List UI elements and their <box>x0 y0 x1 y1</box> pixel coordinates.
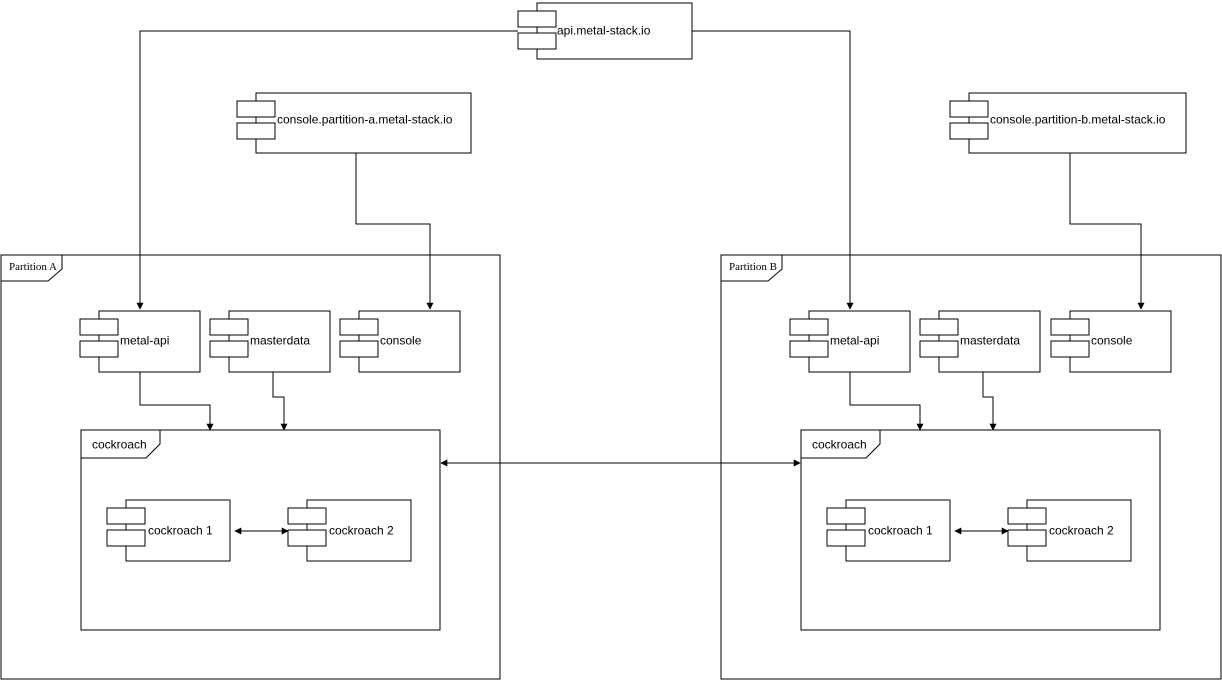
connector-metal-api-b-to-cockroach-b <box>849 372 924 431</box>
cockroach-1-a-tab-upper-icon <box>106 507 146 525</box>
cockroach-a-tab <box>80 429 161 459</box>
cockroach-b-label: cockroach <box>812 438 867 452</box>
masterdata-a-tab-lower-icon <box>209 340 249 358</box>
console-a-tab-lower-icon <box>339 340 379 358</box>
masterdata-a-label: masterdata <box>250 334 310 348</box>
connector-metal-api-a-to-cockroach-a <box>139 372 214 431</box>
console-b-endpoint-box <box>968 92 1187 154</box>
cockroach-b-tab <box>800 429 881 459</box>
connector-console-b-to-console-b <box>1069 153 1145 310</box>
masterdata-b-tab-lower-icon <box>919 340 959 358</box>
component-masterdata-b[interactable]: masterdata <box>919 310 1041 373</box>
metal-api-b-label: metal-api <box>830 334 879 348</box>
cockroach-1-b-label: cockroach 1 <box>868 524 933 538</box>
metal-api-a-tab-lower-icon <box>79 340 119 358</box>
api-box <box>536 2 693 60</box>
console-a-endpoint-label: console.partition-a.metal-stack.io <box>277 113 453 127</box>
connector-masterdata-a-to-cockroach-a <box>272 372 288 431</box>
console-b-tab-lower-icon <box>1050 340 1090 358</box>
cockroach-1-a-label: cockroach 1 <box>148 524 213 538</box>
component-cockroach-1-b[interactable]: cockroach 1 <box>826 499 951 562</box>
metal-api-b-tab-lower-icon <box>789 340 829 358</box>
console-b-tab-upper-icon <box>1050 318 1090 336</box>
console-b-label: console <box>1091 334 1133 348</box>
cockroach-a-label: cockroach <box>92 438 147 452</box>
api-tab-upper-icon <box>517 10 557 28</box>
masterdata-b-label: masterdata <box>960 334 1020 348</box>
metal-api-a-label: metal-api <box>120 334 169 348</box>
partition-b-label: Partition B <box>729 261 777 273</box>
component-console-partition-b[interactable]: console.partition-b.metal-stack.io <box>949 92 1187 154</box>
component-console-partition-a[interactable]: console.partition-a.metal-stack.io <box>236 92 472 154</box>
cockroach-2-b-tab-upper-icon <box>1007 507 1047 525</box>
connector-api-to-metal-api-a <box>136 30 518 310</box>
api-tab-lower-icon <box>517 32 557 50</box>
component-console-b[interactable]: console <box>1050 310 1172 373</box>
console-b-endpoint-tab-lower-icon <box>949 122 989 140</box>
component-cockroach-1-a[interactable]: cockroach 1 <box>106 499 231 562</box>
partition-a-tab <box>0 254 63 282</box>
masterdata-a-tab-upper-icon <box>209 318 249 336</box>
cockroach-2-a-label: cockroach 2 <box>329 524 394 538</box>
console-a-endpoint-tab-upper-icon <box>236 100 276 118</box>
cockroach-2-b-tab-lower-icon <box>1007 529 1047 547</box>
component-masterdata-a[interactable]: masterdata <box>209 310 331 373</box>
console-a-label: console <box>380 334 422 348</box>
cockroach-2-a-tab-upper-icon <box>287 507 327 525</box>
metal-api-a-tab-upper-icon <box>79 318 119 336</box>
cockroach-1-b-tab-lower-icon <box>826 529 866 547</box>
component-cockroach-2-a[interactable]: cockroach 2 <box>287 499 412 562</box>
console-a-tab-upper-icon <box>339 318 379 336</box>
console-b-endpoint-tab-upper-icon <box>949 100 989 118</box>
console-a-endpoint-box <box>255 92 472 154</box>
partition-a-label: Partition A <box>9 261 57 273</box>
partition-b-tab <box>720 254 783 282</box>
cockroach-1-b-tab-upper-icon <box>826 507 866 525</box>
connector-console-a-to-console-a <box>355 153 434 310</box>
component-console-a[interactable]: console <box>339 310 461 373</box>
cockroach-2-a-tab-lower-icon <box>287 529 327 547</box>
component-metal-api-a[interactable]: metal-api <box>79 310 201 373</box>
api-label: api.metal-stack.io <box>557 24 651 38</box>
masterdata-b-tab-upper-icon <box>919 318 959 336</box>
component-cockroach-2-b[interactable]: cockroach 2 <box>1007 499 1132 562</box>
connector-api-to-metal-api-b <box>692 30 854 310</box>
cockroach-1-a-tab-lower-icon <box>106 529 146 547</box>
console-b-endpoint-label: console.partition-b.metal-stack.io <box>990 113 1166 127</box>
connector-masterdata-b-to-cockroach-b <box>982 372 997 431</box>
metal-api-b-tab-upper-icon <box>789 318 829 336</box>
component-metal-api-b[interactable]: metal-api <box>789 310 911 373</box>
console-a-endpoint-tab-lower-icon <box>236 122 276 140</box>
cockroach-2-b-label: cockroach 2 <box>1049 524 1114 538</box>
component-api-metal-stack-io[interactable]: api.metal-stack.io <box>517 2 693 60</box>
